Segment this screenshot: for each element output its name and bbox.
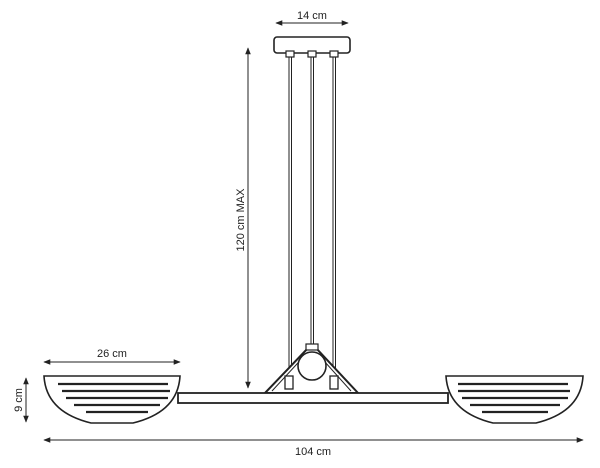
suspension-cables [288,57,336,375]
total-width-dimension: 104 cm [43,437,584,458]
horizontal-bar [177,392,449,404]
height-label: 120 cm MAX [235,188,247,252]
height-dimension: 120 cm MAX [235,47,251,389]
shade-width-label: 26 cm [97,348,127,360]
shade-width-dimension: 26 cm [43,348,181,365]
canopy-width-label: 14 cm [297,10,327,22]
shade-height-label: 9 cm [13,388,25,412]
shade-height-dimension: 9 cm [13,377,29,423]
globe-bulb [297,351,327,381]
total-width-label: 104 cm [295,446,331,458]
ceiling-canopy [273,36,351,58]
right-shade [445,375,584,424]
central-bracket [262,343,361,394]
left-shade [43,375,181,424]
canopy-width-dimension: 14 cm [275,10,349,26]
